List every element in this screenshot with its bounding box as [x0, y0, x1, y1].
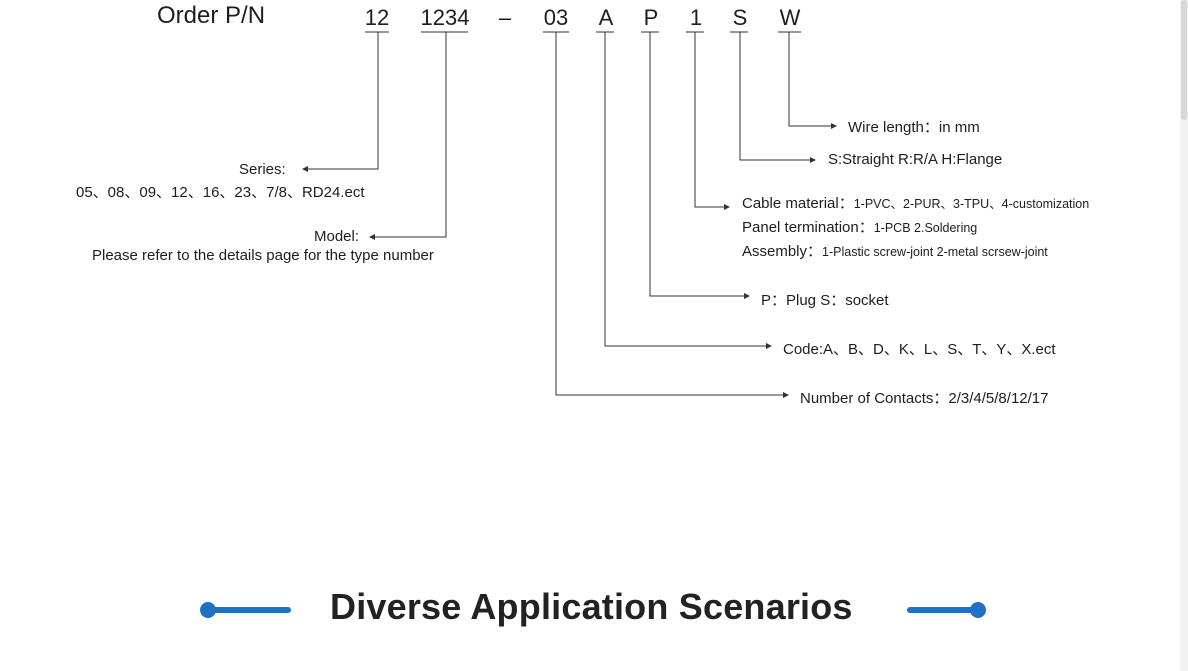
arrow-plug-socket — [744, 293, 750, 299]
label-series: Series: — [239, 161, 286, 178]
arrow-straight — [810, 157, 816, 163]
cable-material-values: 1-PVC、2-PUR、3-TPU、4-customization — [853, 197, 1090, 211]
arrow-model — [369, 234, 375, 240]
connector-wire-length — [788, 32, 835, 127]
label-straight: S:Straight R:R/A H:Flange — [828, 151, 1003, 168]
connector-series — [306, 32, 379, 170]
label-contacts: Number of Contacts：2/3/4/5/8/12/17 — [800, 390, 1049, 407]
segment-dash: – — [498, 5, 512, 30]
scrollbar-track[interactable] — [1180, 0, 1188, 671]
label-panel-termination: Panel termination：1-PCB 2.Soldering — [742, 219, 978, 236]
heading-deco-left-dot — [200, 602, 216, 618]
connector-cable — [694, 32, 728, 208]
label-cable-material: Cable material：1-PVC、2-PUR、3-TPU、4-custo… — [742, 195, 1090, 212]
segment-series: 12 — [364, 5, 390, 30]
assembly-values: 1-Plastic screw-joint 2-metal scrsew-joi… — [822, 245, 1048, 259]
segment-wire: W — [779, 5, 801, 30]
label-model: Model: — [314, 228, 360, 245]
segment-straight: S — [732, 5, 748, 30]
arrow-cable — [724, 204, 730, 210]
segment-contacts: 03 — [543, 5, 569, 30]
connector-contacts — [555, 32, 787, 396]
arrow-code — [766, 343, 772, 349]
panel-termination-values: 1-PCB 2.Soldering — [873, 221, 978, 235]
connector-straight — [739, 32, 814, 161]
label-plug-socket: P：Plug S：socket — [761, 292, 889, 309]
connector-code — [604, 32, 770, 347]
segment-plug-socket: P — [643, 5, 659, 30]
section-heading: Diverse Application Scenarios — [330, 586, 853, 627]
label-code: Code:A、B、D、K、L、S、T、Y、X.ect — [783, 341, 1056, 358]
heading-deco-right-dot — [970, 602, 986, 618]
label-assembly: Assembly：1-Plastic screw-joint 2-metal s… — [742, 243, 1048, 260]
arrow-wire-length — [831, 123, 837, 129]
segment-model: 1234 — [420, 5, 470, 30]
segment-cable: 1 — [689, 5, 703, 30]
connector-plug-socket — [649, 32, 748, 297]
arrow-contacts — [783, 392, 789, 398]
order-pn-label: Order P/N — [157, 2, 266, 29]
scrollbar-thumb[interactable] — [1181, 0, 1187, 120]
segment-code: A — [598, 5, 614, 30]
label-wire-length: Wire length：in mm — [848, 119, 980, 136]
label-series-values: 05、08、09、12、16、23、7/8、RD24.ect — [76, 184, 365, 201]
connector-model — [373, 32, 447, 238]
arrow-series — [302, 166, 308, 172]
label-model-note: Please refer to the details page for the… — [92, 247, 434, 264]
